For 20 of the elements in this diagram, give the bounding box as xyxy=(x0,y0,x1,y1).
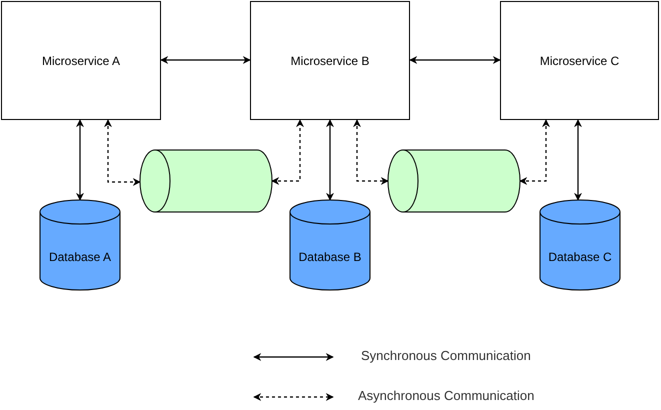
service-box xyxy=(1,1,161,120)
double-arrow xyxy=(160,56,251,64)
legend-label: Asynchronous Communication xyxy=(358,388,534,403)
double-arrow xyxy=(574,119,582,201)
service-box xyxy=(250,1,410,120)
node-label: Database B xyxy=(298,250,362,264)
node-label: Microservice B xyxy=(290,54,370,68)
service-box xyxy=(500,1,659,120)
node-label: Database C xyxy=(547,250,613,264)
double-arrow xyxy=(326,119,334,201)
node-label: Microservice C xyxy=(538,54,620,68)
double-arrow xyxy=(271,119,304,185)
double-arrow xyxy=(353,119,389,185)
double-arrow xyxy=(409,56,501,64)
double-arrow xyxy=(519,119,550,185)
node-label: Microservice A xyxy=(40,54,122,68)
legend-label: Synchronous Communication xyxy=(361,348,531,363)
node-label: Database A xyxy=(48,250,112,264)
double-arrow xyxy=(104,119,141,186)
double-arrow xyxy=(76,119,84,201)
